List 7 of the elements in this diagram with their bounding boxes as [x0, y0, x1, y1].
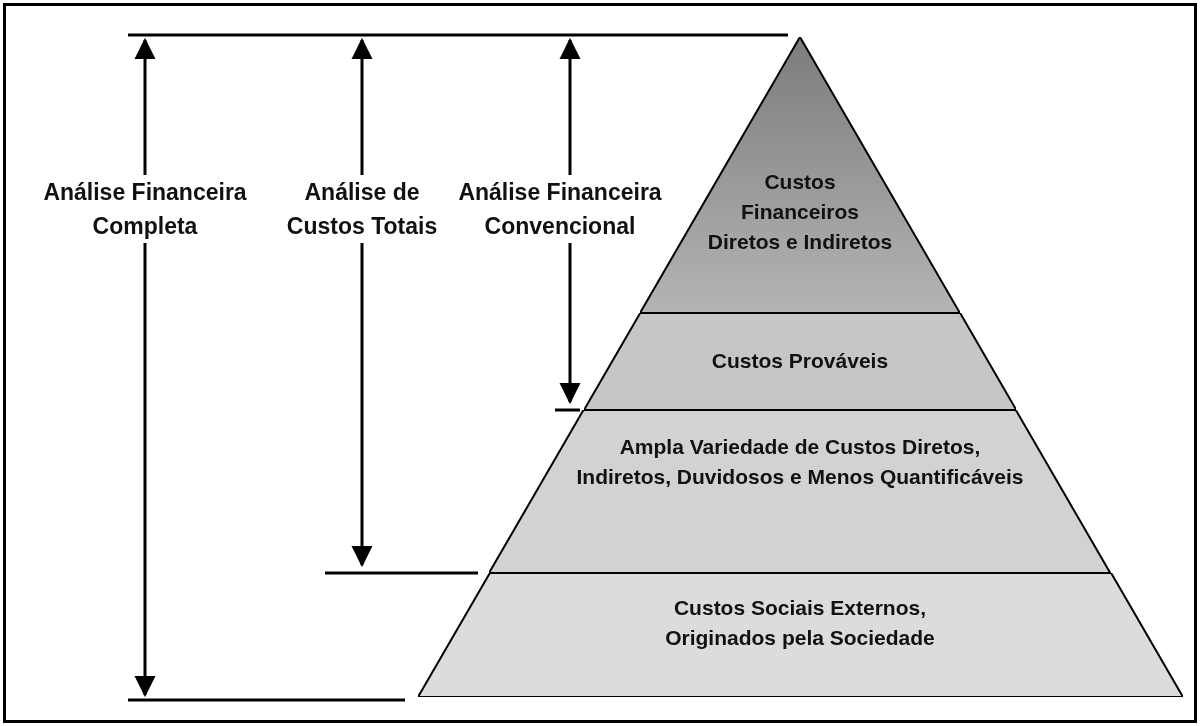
- layer-text: Custos Prováveis: [710, 348, 890, 374]
- layer-text: Custos Sociais Externos, Originados pela Sociedade: [664, 595, 936, 651]
- layer-text: Ampla Variedade de Custos Diretos, Indiretos, Duvidosos e Menos Quantificáveis: [575, 434, 1025, 490]
- pyramid-layer: [489, 410, 1111, 573]
- pyramid-layer: [583, 313, 1017, 410]
- pyramid-layer: [417, 573, 1183, 697]
- layer-text: Custos Financeiros Diretos e Indiretos: [706, 169, 894, 255]
